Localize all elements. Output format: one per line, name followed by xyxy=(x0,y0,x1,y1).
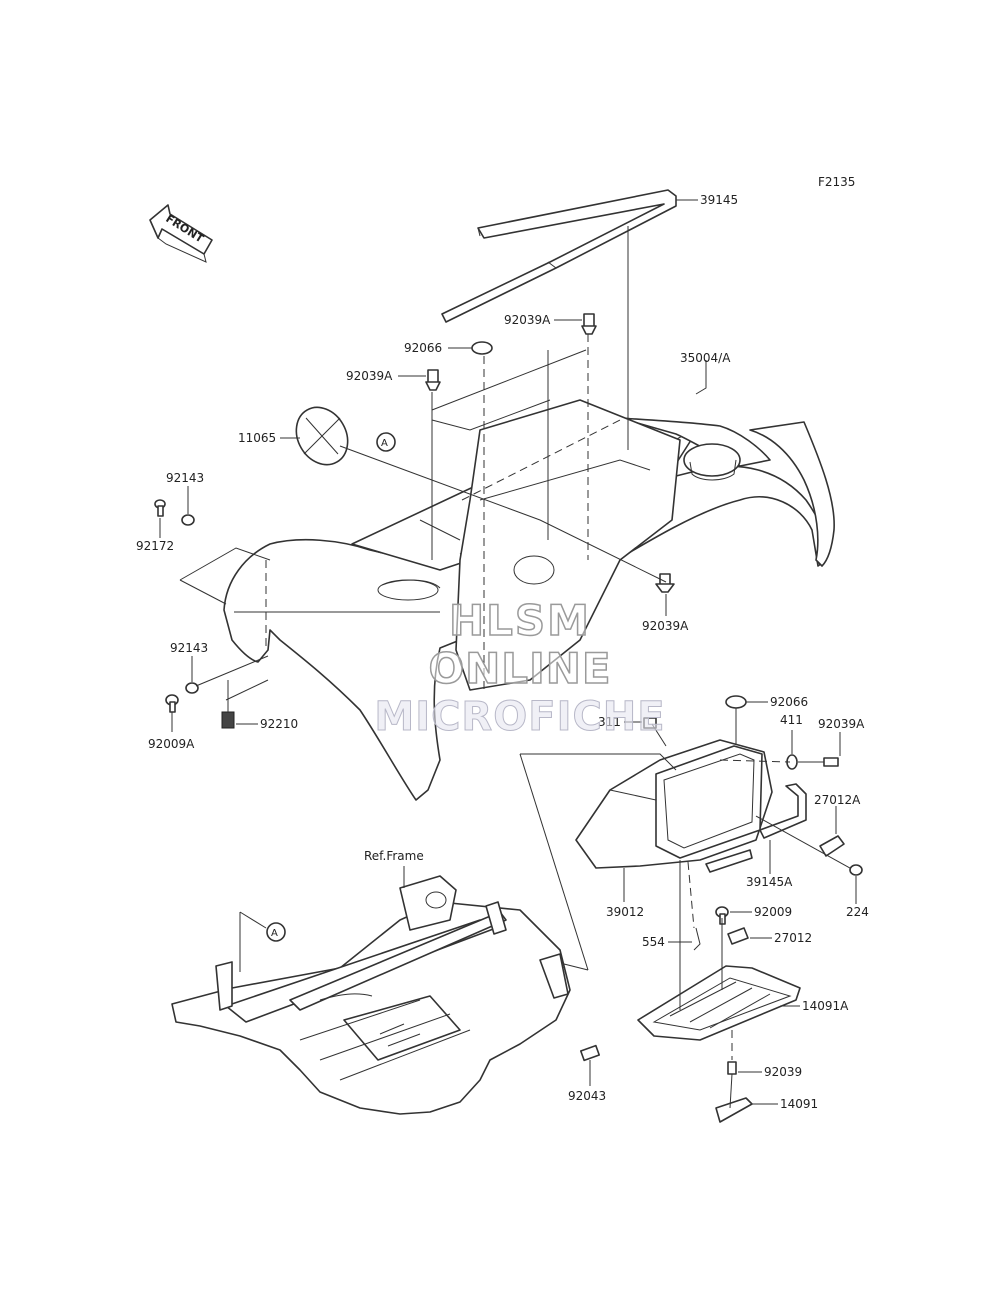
part-label-39012: 39012 xyxy=(606,868,644,919)
svg-text:92066: 92066 xyxy=(404,341,442,355)
bracket-27012A xyxy=(819,835,845,857)
nut-311 xyxy=(643,717,657,729)
svg-text:27012A: 27012A xyxy=(814,793,861,807)
svg-text:A: A xyxy=(271,928,278,939)
bolt-224 xyxy=(849,864,863,876)
clip-92039 xyxy=(727,1061,737,1075)
callout-a-upper: A xyxy=(376,432,396,452)
svg-text:92009: 92009 xyxy=(754,905,792,919)
cap-11065 xyxy=(295,406,349,466)
callout-a-lower: A xyxy=(266,922,286,942)
svg-text:11065: 11065 xyxy=(238,431,276,445)
svg-text:92143: 92143 xyxy=(170,641,208,655)
latch-14091 xyxy=(715,1097,753,1123)
svg-text:92143: 92143 xyxy=(166,471,204,485)
svg-text:92039A: 92039A xyxy=(818,717,865,731)
pin-554 xyxy=(693,927,701,951)
clip-92039A-mid xyxy=(655,573,675,593)
part-label-14091: 14091 xyxy=(752,1097,818,1111)
assembly-lines-upper xyxy=(179,226,667,712)
plug-92066-top xyxy=(471,341,493,355)
ref-frame-label: Ref.Frame xyxy=(364,849,424,863)
part-label-411: 411 xyxy=(780,713,803,754)
part-label-39145A: 39145A xyxy=(746,840,793,889)
part-label-554: 554 xyxy=(642,935,692,949)
svg-text:224: 224 xyxy=(846,905,869,919)
part-label-92039A-right: 92039A xyxy=(818,717,865,756)
part-label-92009: 92009 xyxy=(730,905,792,919)
plug-92066-right xyxy=(725,695,747,709)
storage-box-39012 xyxy=(575,739,773,869)
svg-text:39145: 39145 xyxy=(700,193,738,207)
svg-text:92172: 92172 xyxy=(136,539,174,553)
trim-39145A xyxy=(705,783,807,873)
part-label-311: 311 xyxy=(598,715,642,729)
bolt-92009A xyxy=(165,694,179,713)
clip-92039A-left xyxy=(425,369,441,391)
svg-text:39145A: 39145A xyxy=(746,875,793,889)
part-label-92143-low: 92143 xyxy=(170,641,208,682)
svg-text:411: 411 xyxy=(780,713,803,727)
part-label-92039A-left: 92039A xyxy=(346,369,426,383)
svg-text:92210: 92210 xyxy=(260,717,298,731)
trim-rail-39145 xyxy=(441,189,677,323)
svg-text:92039A: 92039A xyxy=(346,369,393,383)
clip-92039A-right xyxy=(823,757,839,767)
svg-text:92039A: 92039A xyxy=(504,313,551,327)
svg-text:92039A: 92039A xyxy=(642,619,689,633)
svg-text:92043: 92043 xyxy=(568,1089,606,1103)
bolt-92172 xyxy=(154,499,166,517)
part-label-92210: 92210 xyxy=(236,717,298,731)
part-label-92009A: 92009A xyxy=(148,712,195,751)
part-label-35004A: 35004/A xyxy=(680,351,731,395)
front-arrow-icon: FRONT xyxy=(149,204,213,263)
assembly-lines-lower-right xyxy=(519,708,851,1109)
part-label-14091A: 14091A xyxy=(780,999,849,1013)
ref-frame-assembly xyxy=(171,866,571,1115)
part-label-92039: 92039 xyxy=(738,1065,802,1079)
bracket-27012 xyxy=(727,927,749,945)
svg-text:92009A: 92009A xyxy=(148,737,195,751)
lid-14091A xyxy=(637,965,801,1041)
clip-92039A-top xyxy=(581,313,597,335)
part-label-92172: 92172 xyxy=(136,518,174,553)
part-label-92143-top: 92143 xyxy=(166,471,204,514)
part-label-27012A: 27012A xyxy=(814,793,861,834)
part-label-92039A-top: 92039A xyxy=(504,313,582,327)
part-label-92066-right: 92066 xyxy=(746,695,808,709)
part-label-39145: 39145 xyxy=(676,193,738,207)
svg-text:14091A: 14091A xyxy=(802,999,849,1013)
washer-92143-top xyxy=(181,514,195,526)
nut-92210 xyxy=(221,711,235,729)
fender-underside xyxy=(455,399,681,691)
svg-text:27012: 27012 xyxy=(774,931,812,945)
svg-text:39012: 39012 xyxy=(606,905,644,919)
svg-text:14091: 14091 xyxy=(780,1097,818,1111)
part-label-27012: 27012 xyxy=(750,931,812,945)
washer-92143-low xyxy=(185,682,199,694)
part-label-92039A-mid: 92039A xyxy=(642,594,689,633)
part-label-92066-top: 92066 xyxy=(404,341,472,355)
pin-92043 xyxy=(579,1044,601,1062)
part-label-11065: 11065 xyxy=(238,431,300,445)
svg-text:311: 311 xyxy=(598,715,621,729)
svg-text:554: 554 xyxy=(642,935,665,949)
svg-text:92039: 92039 xyxy=(764,1065,802,1079)
svg-text:A: A xyxy=(381,438,388,449)
svg-text:92066: 92066 xyxy=(770,695,808,709)
svg-text:35004/A: 35004/A xyxy=(680,351,731,365)
part-label-224: 224 xyxy=(846,876,869,919)
part-label-92043: 92043 xyxy=(568,1060,606,1103)
figure-code: F2135 xyxy=(818,175,855,189)
